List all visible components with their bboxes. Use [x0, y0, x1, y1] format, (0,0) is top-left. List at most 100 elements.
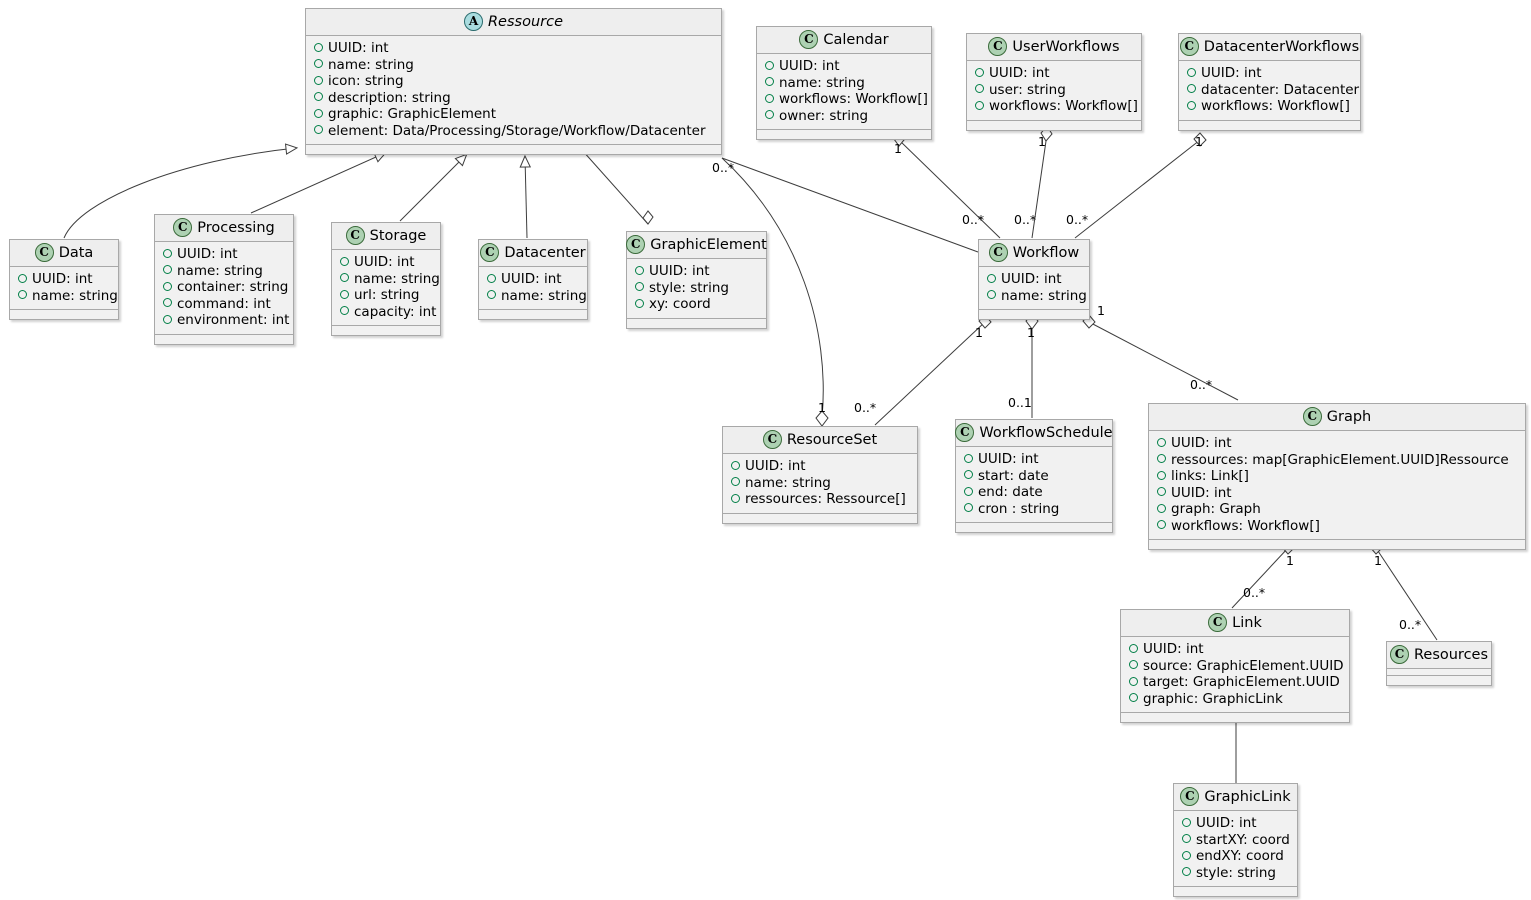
class-name-calendar: Calendar — [823, 31, 889, 48]
class-name-graphicelement: GraphicElement — [650, 236, 767, 253]
class-name-workflow: Workflow — [1012, 244, 1080, 261]
class-name-link: Link — [1232, 614, 1262, 631]
attribute-row: ressources: map[GraphicElement.UUID]Ress… — [1155, 452, 1519, 469]
visibility-public-icon — [18, 290, 27, 299]
attribute-text: graph: Graph — [1171, 501, 1261, 517]
class-icon: C — [1208, 613, 1228, 632]
attribute-text: capacity: int — [354, 303, 437, 320]
attribute-row: UUID: int — [973, 65, 1135, 82]
attribute-row: ressources: Ressource[] — [729, 491, 911, 508]
attribute-text: name: string — [779, 74, 865, 91]
visibility-public-icon — [1157, 454, 1166, 463]
class-name-datacenter: Datacenter — [504, 244, 586, 261]
visibility-public-icon — [1129, 643, 1138, 653]
class-icon: C — [480, 243, 500, 262]
class-methods-data — [10, 310, 118, 319]
attribute-text: name: string — [328, 56, 414, 73]
visibility-public-icon — [340, 289, 349, 299]
class-name-resourceset: ResourceSet — [786, 431, 878, 448]
attribute-row: end: date — [962, 484, 1106, 501]
multiplicity-label: 0..1 — [1008, 395, 1032, 410]
class-name-data: Data — [58, 244, 94, 261]
visibility-public-icon — [340, 256, 349, 266]
class-icon: C — [955, 423, 975, 442]
visibility-public-icon — [314, 92, 323, 101]
attribute-row: workflows: Workflow[] — [1185, 98, 1354, 115]
attribute-text: end: date — [978, 484, 1043, 500]
attribute-text: cron : string — [978, 500, 1060, 517]
multiplicity-label: 1 — [1097, 303, 1105, 318]
attribute-row: UUID: int — [485, 271, 581, 288]
class-icon: C — [1180, 787, 1200, 806]
class-methods-calendar — [757, 130, 931, 139]
visibility-public-icon — [1157, 487, 1166, 496]
attribute-row: startXY: coord — [1180, 832, 1291, 849]
abstract-class-icon: A — [463, 12, 483, 31]
attribute-text: UUID: int — [745, 458, 806, 474]
class-name-storage: Storage — [369, 227, 427, 244]
class-icon: C — [345, 226, 365, 245]
visibility-public-icon — [1182, 850, 1191, 860]
visibility-public-icon — [987, 290, 996, 299]
attribute-text: UUID: int — [32, 271, 93, 287]
multiplicity-label: 1 — [818, 400, 826, 415]
visibility-public-icon — [163, 314, 172, 324]
attribute-row: UUID: int — [1127, 641, 1343, 658]
visibility-public-icon — [765, 77, 774, 86]
attribute-text: workflows: Workflow[] — [1201, 98, 1350, 114]
visibility-public-icon — [314, 59, 323, 68]
attribute-row: command: int — [161, 296, 287, 313]
class-attributes-resources — [1387, 669, 1491, 676]
attribute-row: name: string — [161, 263, 287, 280]
attribute-text: UUID: int — [978, 451, 1039, 467]
visibility-public-icon — [731, 493, 740, 503]
multiplicity-label: 0..* — [962, 212, 985, 227]
attribute-text: target: GraphicElement.UUID — [1143, 674, 1340, 690]
visibility-public-icon — [487, 290, 496, 299]
attribute-text: name: string — [177, 262, 263, 279]
visibility-public-icon — [964, 486, 973, 496]
visibility-public-icon — [487, 273, 496, 283]
attribute-row: description: string — [312, 90, 715, 107]
visibility-public-icon — [1129, 693, 1138, 702]
class-methods-graphiclink — [1174, 887, 1297, 896]
edge-workflow-resourceset — [874, 321, 986, 426]
class-icon: C — [762, 430, 782, 449]
visibility-public-icon — [635, 265, 644, 275]
attribute-row: UUID: int — [962, 451, 1106, 468]
visibility-public-icon — [1157, 437, 1166, 447]
visibility-public-icon — [975, 84, 984, 93]
attribute-row: graphic: GraphicElement — [312, 106, 715, 123]
class-name-graphiclink: GraphicLink — [1204, 788, 1291, 805]
attribute-row: style: string — [1180, 865, 1291, 882]
attribute-text: style: string — [1196, 864, 1276, 881]
visibility-public-icon — [1129, 676, 1138, 686]
